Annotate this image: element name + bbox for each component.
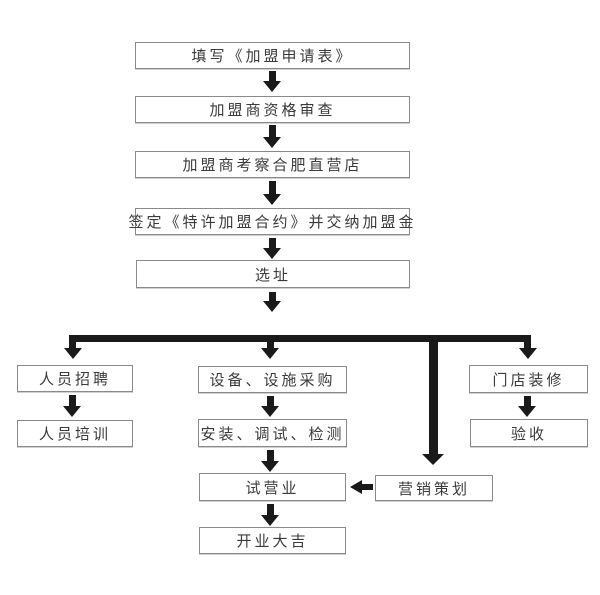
branch-bar: [69, 335, 531, 342]
node-installation-testing: 安装、调试、检测: [198, 419, 347, 447]
node-site-selection: 选址: [136, 260, 410, 288]
node-personnel-training: 人员培训: [17, 420, 133, 447]
node-grand-opening: 开业大吉: [199, 527, 346, 554]
node-trial-operation: 试营业: [199, 473, 346, 501]
node-qualification-review: 加盟商资格审查: [135, 96, 410, 123]
node-marketing-planning: 营销策划: [375, 475, 493, 501]
node-fill-application-form: 填写《加盟申请表》: [135, 42, 410, 69]
node-acceptance-check: 验收: [470, 419, 588, 447]
node-store-decoration: 门店装修: [469, 365, 588, 393]
node-personnel-recruitment: 人员招聘: [17, 365, 133, 392]
node-equipment-procurement: 设备、设施采购: [198, 366, 347, 393]
node-sign-contract-pay-fee: 签定《特许加盟合约》并交纳加盟金: [129, 208, 414, 235]
node-visit-hefei-store: 加盟商考察合肥直营店: [135, 151, 410, 178]
